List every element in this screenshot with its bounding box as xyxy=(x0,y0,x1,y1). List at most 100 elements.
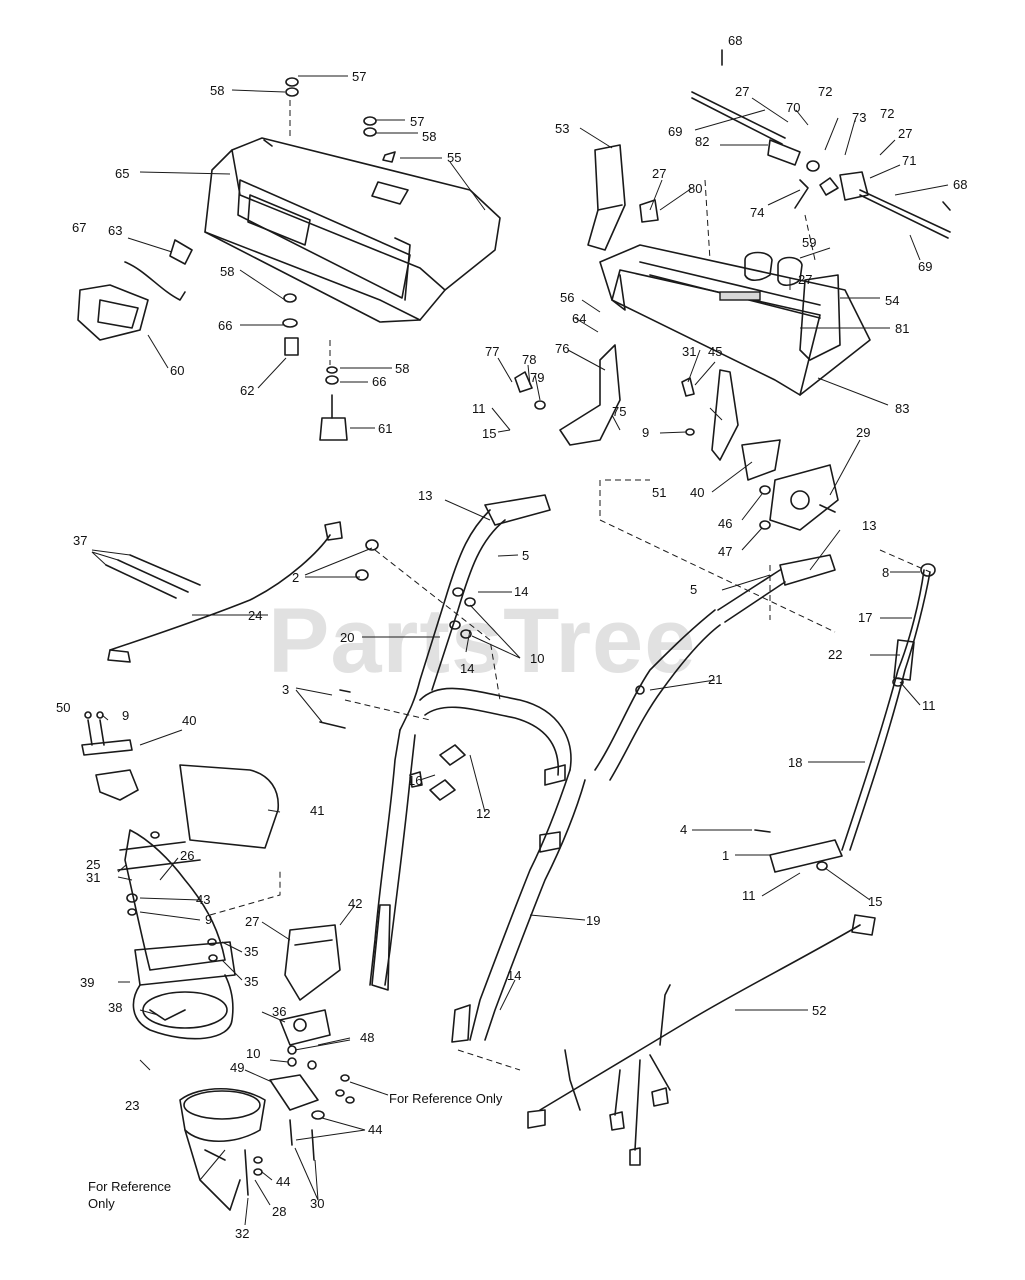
part-label: 19 xyxy=(586,913,600,928)
part-label: 27 xyxy=(245,914,259,929)
part-label: 80 xyxy=(688,181,702,196)
part-label: 77 xyxy=(485,344,499,359)
part-label: 15 xyxy=(868,894,882,909)
control-rod-assembly xyxy=(754,549,936,873)
mount-brackets xyxy=(514,344,839,633)
part-label: 9 xyxy=(122,708,129,723)
upper-handle-left xyxy=(369,494,572,991)
part-label: 55 xyxy=(447,150,461,165)
reference-note-left: For Reference Only xyxy=(88,1179,175,1211)
part-label: 12 xyxy=(476,806,490,821)
part-label: 58 xyxy=(220,264,234,279)
part-label: 21 xyxy=(708,672,722,687)
part-label: 27 xyxy=(898,126,912,141)
part-label: 35 xyxy=(244,974,258,989)
part-label: 68 xyxy=(728,33,742,48)
part-label: 20 xyxy=(340,630,354,645)
part-number-labels: 1 2 3 4 5 5 8 9 9 9 10 10 11 11 11 12 13… xyxy=(56,33,967,1241)
watermark: PartsTree xyxy=(268,590,696,692)
part-label: 51 xyxy=(652,485,666,500)
part-label: 40 xyxy=(690,485,704,500)
part-label: 39 xyxy=(80,975,94,990)
reference-note-right: For Reference Only xyxy=(389,1091,503,1106)
part-label: 10 xyxy=(246,1046,260,1061)
part-label: 79 xyxy=(530,370,544,385)
part-label: 44 xyxy=(276,1174,290,1189)
left-panel-bracket xyxy=(587,144,659,251)
part-label: 75 xyxy=(612,404,626,419)
part-label: 27 xyxy=(652,166,666,181)
part-label: 3 xyxy=(282,682,289,697)
part-label: 9 xyxy=(205,912,212,927)
part-label: 10 xyxy=(530,651,544,666)
part-label: 23 xyxy=(125,1098,139,1113)
part-label: 54 xyxy=(885,293,899,308)
part-label: 5 xyxy=(690,582,697,597)
part-label: 63 xyxy=(108,223,122,238)
part-label: 17 xyxy=(858,610,872,625)
part-label: 83 xyxy=(895,401,909,416)
part-label: 58 xyxy=(210,83,224,98)
part-label: 16 xyxy=(408,773,422,788)
part-label: 69 xyxy=(668,124,682,139)
part-label: 42 xyxy=(348,896,362,911)
part-label: 4 xyxy=(680,822,687,837)
part-label: 67 xyxy=(72,220,86,235)
part-label: 66 xyxy=(218,318,232,333)
part-label: 46 xyxy=(718,516,732,531)
part-label: 53 xyxy=(555,121,569,136)
part-label: 58 xyxy=(422,129,436,144)
part-label: 52 xyxy=(812,1003,826,1018)
lower-handle xyxy=(451,764,586,1043)
part-label: 14 xyxy=(514,584,528,599)
part-label: 26 xyxy=(180,848,194,863)
part-label: 15 xyxy=(482,426,496,441)
control-panel-cover xyxy=(204,137,501,323)
part-label: 49 xyxy=(230,1060,244,1075)
part-label: 36 xyxy=(272,1004,286,1019)
part-label: 32 xyxy=(235,1226,249,1241)
part-label: 25 xyxy=(86,857,100,872)
part-label: 22 xyxy=(828,647,842,662)
headlight-assembly xyxy=(77,239,193,341)
part-label: 18 xyxy=(788,755,802,770)
connection-lines xyxy=(457,179,816,1071)
reference-note-left-line1: For Reference xyxy=(88,1179,171,1194)
part-label: 40 xyxy=(182,713,196,728)
wire-harness xyxy=(527,914,876,1166)
leader-lines xyxy=(91,75,949,1226)
part-label: 70 xyxy=(786,100,800,115)
part-label: 45 xyxy=(708,344,722,359)
small-hardware-stack xyxy=(282,77,396,441)
part-label: 78 xyxy=(522,352,536,367)
part-label: 50 xyxy=(56,700,70,715)
part-label: 13 xyxy=(862,518,876,533)
part-label: 72 xyxy=(818,84,832,99)
part-label: 47 xyxy=(718,544,732,559)
cable-assembly xyxy=(105,521,343,663)
handle-hardware xyxy=(319,539,501,801)
part-label: 74 xyxy=(750,205,764,220)
part-label: 68 xyxy=(953,177,967,192)
part-label: 31 xyxy=(682,344,696,359)
part-label: 35 xyxy=(244,944,258,959)
part-label: 66 xyxy=(372,374,386,389)
part-label: 27 xyxy=(798,272,812,287)
part-label: 24 xyxy=(248,608,262,623)
part-label: 41 xyxy=(310,803,324,818)
part-label: 44 xyxy=(368,1122,382,1137)
part-label: 76 xyxy=(555,341,569,356)
part-label: 65 xyxy=(115,166,129,181)
part-label: 14 xyxy=(507,968,521,983)
dash-panel xyxy=(599,244,871,396)
part-label: 81 xyxy=(895,321,909,336)
part-label: 69 xyxy=(918,259,932,274)
part-label: 71 xyxy=(902,153,916,168)
part-label: 9 xyxy=(642,425,649,440)
part-label: 82 xyxy=(695,134,709,149)
part-label: 64 xyxy=(572,311,586,326)
part-label: 31 xyxy=(86,870,100,885)
part-label: 11 xyxy=(742,888,756,903)
part-label: 60 xyxy=(170,363,184,378)
